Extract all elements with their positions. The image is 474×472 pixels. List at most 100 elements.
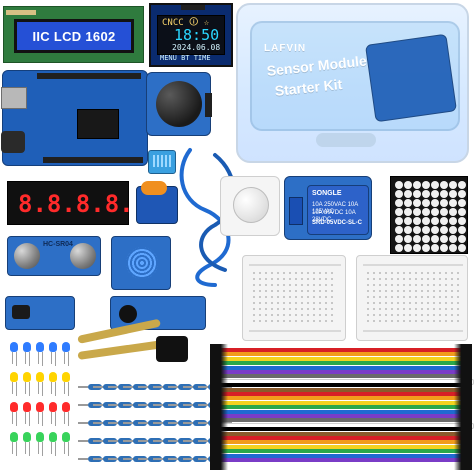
- breadboard-hole: [331, 296, 333, 298]
- led-leg: [64, 382, 65, 394]
- matrix-dot: [458, 226, 466, 234]
- matrix-dot: [440, 208, 448, 216]
- jumper-wire: [210, 440, 472, 445]
- matrix-dot: [422, 190, 430, 198]
- dot-matrix: [390, 176, 468, 254]
- breadboard-hole: [427, 302, 429, 304]
- joystick-pins: [205, 93, 212, 117]
- breadboard-hole: [421, 290, 423, 292]
- matrix-dot: [449, 190, 457, 198]
- breadboard-hole: [379, 302, 381, 304]
- led-leg: [25, 382, 26, 394]
- breadboard-hole: [421, 278, 423, 280]
- matrix-dot: [422, 181, 430, 189]
- relay-line2: 10A 30VDC 10A 28VDC: [312, 210, 356, 223]
- led: [36, 372, 44, 382]
- breadboard-hole: [325, 308, 327, 310]
- breadboard-hole: [301, 302, 303, 304]
- breadboard-hole: [313, 296, 315, 298]
- breadboard-hole: [271, 320, 273, 322]
- breadboard-hole: [283, 314, 285, 316]
- breadboard-hole: [367, 290, 369, 292]
- breadboard-hole: [373, 278, 375, 280]
- breadboard-hole: [295, 308, 297, 310]
- breadboard-hole: [313, 272, 315, 274]
- jumper-wire: [210, 396, 472, 401]
- breadboard-hole: [385, 284, 387, 286]
- breadboard-hole: [259, 320, 261, 322]
- matrix-dot: [413, 226, 421, 234]
- matrix-dot: [431, 217, 439, 225]
- box-inner-board: [364, 33, 458, 123]
- led-leg: [42, 442, 43, 456]
- breadboard-hole: [259, 302, 261, 304]
- led: [23, 372, 31, 382]
- matrix-dot: [440, 181, 448, 189]
- led: [49, 372, 57, 382]
- matrix-dot: [431, 190, 439, 198]
- led-leg: [38, 382, 39, 394]
- breadboard-left-rail-top: [249, 264, 341, 266]
- matrix-dot: [395, 217, 403, 225]
- breadboard-hole: [373, 284, 375, 286]
- breadboard-hole: [457, 272, 459, 274]
- led-pack: [6, 338, 76, 468]
- storage-box: LAFVIN Sensor Module Starter Kit: [236, 3, 469, 163]
- lcd-screen: IIC LCD 1602: [14, 19, 134, 53]
- breadboard-hole: [259, 296, 261, 298]
- breadboard-hole: [391, 290, 393, 292]
- led-leg: [25, 352, 26, 364]
- breadboard-hole: [373, 290, 375, 292]
- power-jack: [1, 131, 25, 153]
- led-leg: [55, 382, 56, 396]
- breadboard-hole: [325, 314, 327, 316]
- led-leg: [51, 382, 52, 394]
- breadboard-hole: [295, 296, 297, 298]
- matrix-dot: [449, 244, 457, 252]
- breadboard-hole: [385, 290, 387, 292]
- breadboard-hole: [367, 284, 369, 286]
- breadboard-hole: [421, 272, 423, 274]
- breadboard-hole: [271, 308, 273, 310]
- jumper-wire: [210, 361, 472, 366]
- led-leg: [29, 352, 30, 366]
- breadboard-hole: [265, 272, 267, 274]
- breadboard-hole: [397, 302, 399, 304]
- breadboard-hole: [367, 320, 369, 322]
- breadboard-hole: [277, 284, 279, 286]
- relay-brand: SONGLE: [312, 190, 342, 197]
- jumper-wire: [210, 444, 472, 449]
- breadboard-hole: [307, 302, 309, 304]
- breadboard-hole: [415, 290, 417, 292]
- matrix-dot: [413, 199, 421, 207]
- matrix-dot: [440, 235, 448, 243]
- breadboard-hole: [307, 284, 309, 286]
- breadboard-hole: [301, 320, 303, 322]
- breadboard-hole: [313, 302, 315, 304]
- breadboard-hole: [451, 290, 453, 292]
- breadboard-hole: [403, 278, 405, 280]
- breadboard-hole: [265, 290, 267, 292]
- oled-screen: CNCC 🛈 ☆ 18:50 2024.06.08 MENU BT TIME: [157, 15, 225, 62]
- oled-pins: [181, 5, 205, 10]
- breadboard-hole: [301, 308, 303, 310]
- breadboard-hole: [397, 314, 399, 316]
- breadboard-hole: [373, 308, 375, 310]
- led-leg: [12, 442, 13, 454]
- breadboard-hole: [451, 308, 453, 310]
- soil-probe: [77, 318, 188, 370]
- matrix-dot: [413, 235, 421, 243]
- breadboard-hole: [397, 308, 399, 310]
- jumper-wire: [210, 356, 472, 361]
- breadboard-hole: [385, 320, 387, 322]
- matrix-dot: [458, 217, 466, 225]
- led-leg: [64, 442, 65, 454]
- sound-mic: [119, 305, 137, 323]
- led: [62, 432, 70, 442]
- relay-block: SONGLE 10A 250VAC 10A 125VAC 10A 30VDC 1…: [307, 185, 369, 235]
- breadboard-hole: [277, 290, 279, 292]
- breadboard-hole: [433, 284, 435, 286]
- matrix-dot: [395, 199, 403, 207]
- breadboard-hole: [409, 314, 411, 316]
- jumper-wire: [210, 449, 472, 454]
